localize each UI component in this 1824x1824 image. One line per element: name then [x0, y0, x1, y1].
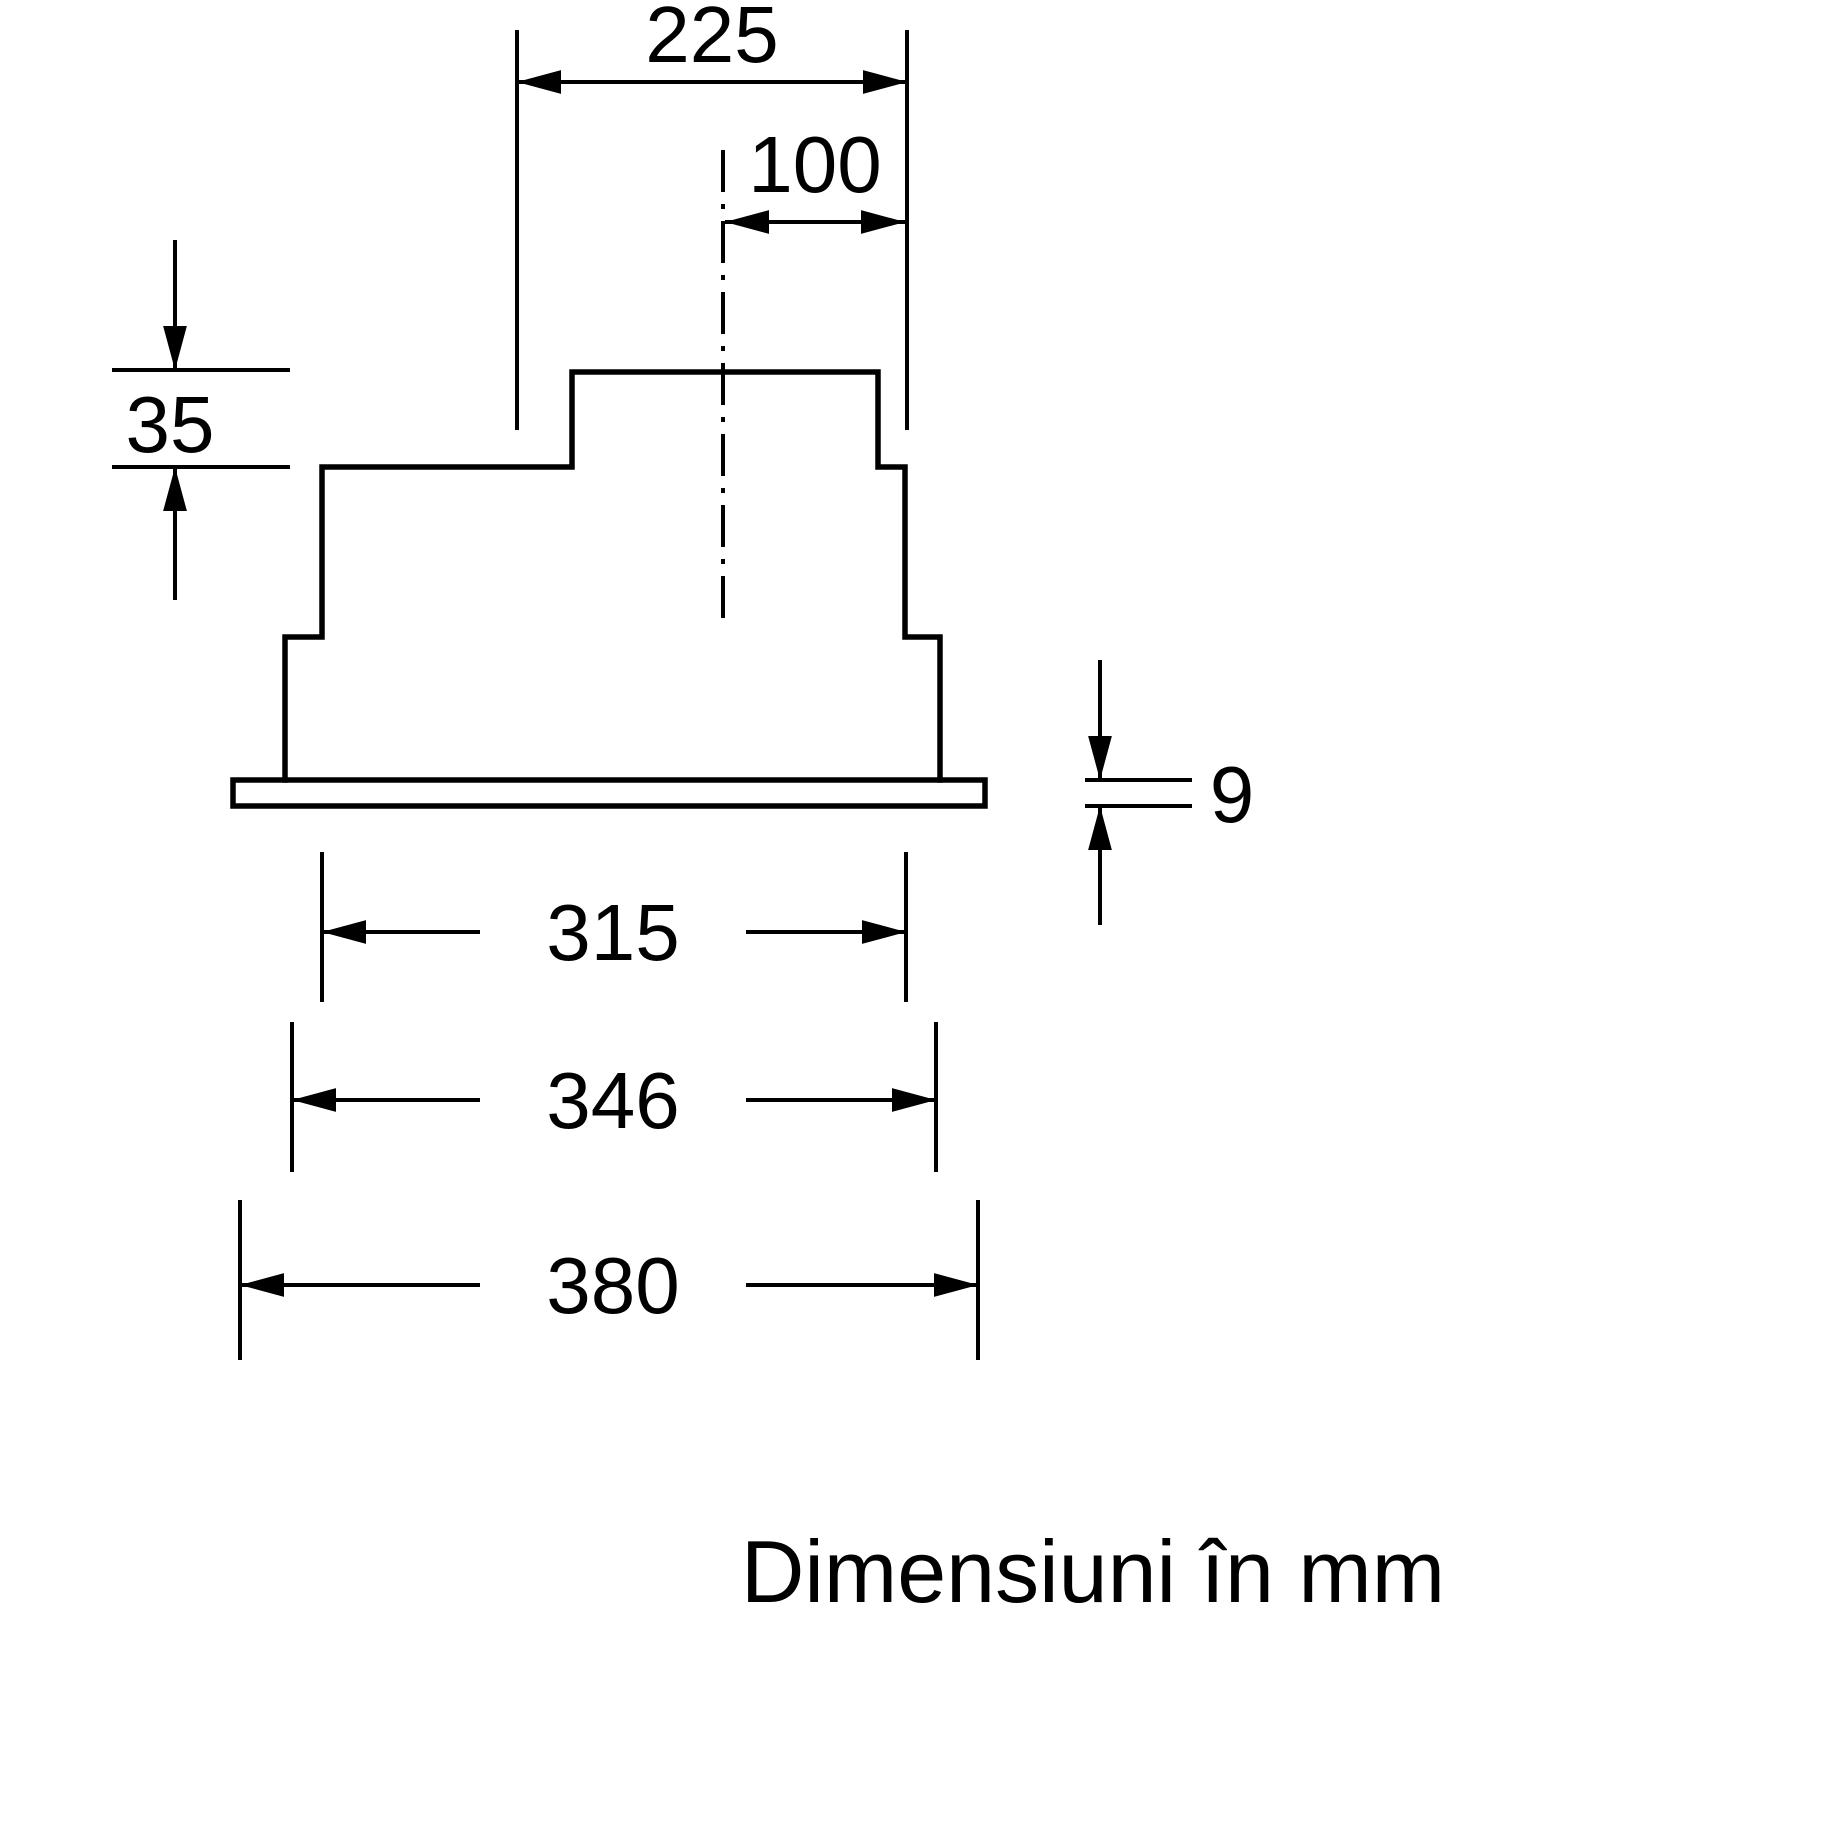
dim-225-label: 225: [645, 0, 778, 79]
dimension-35: 35: [112, 240, 290, 600]
dim-380-label: 380: [546, 1241, 679, 1330]
mounting-flange: [230, 777, 988, 809]
dimension-9: 9: [1085, 660, 1254, 925]
dim-100-label: 100: [748, 120, 881, 209]
dim-315-label: 315: [546, 888, 679, 977]
caption: Dimensiuni în mm: [741, 1522, 1445, 1621]
dimension-225: 225: [515, 0, 909, 430]
dim-346-label: 346: [546, 1056, 679, 1145]
hood-body-outline: [282, 369, 943, 783]
dimension-100: 100: [725, 120, 905, 234]
dimension-315: 315: [320, 852, 908, 1002]
dimension-346: 346: [290, 1022, 938, 1172]
dimension-380: 380: [238, 1200, 980, 1360]
hood-profile: [230, 150, 988, 809]
dim-35-label: 35: [126, 380, 215, 469]
dim-9-label: 9: [1210, 750, 1255, 839]
